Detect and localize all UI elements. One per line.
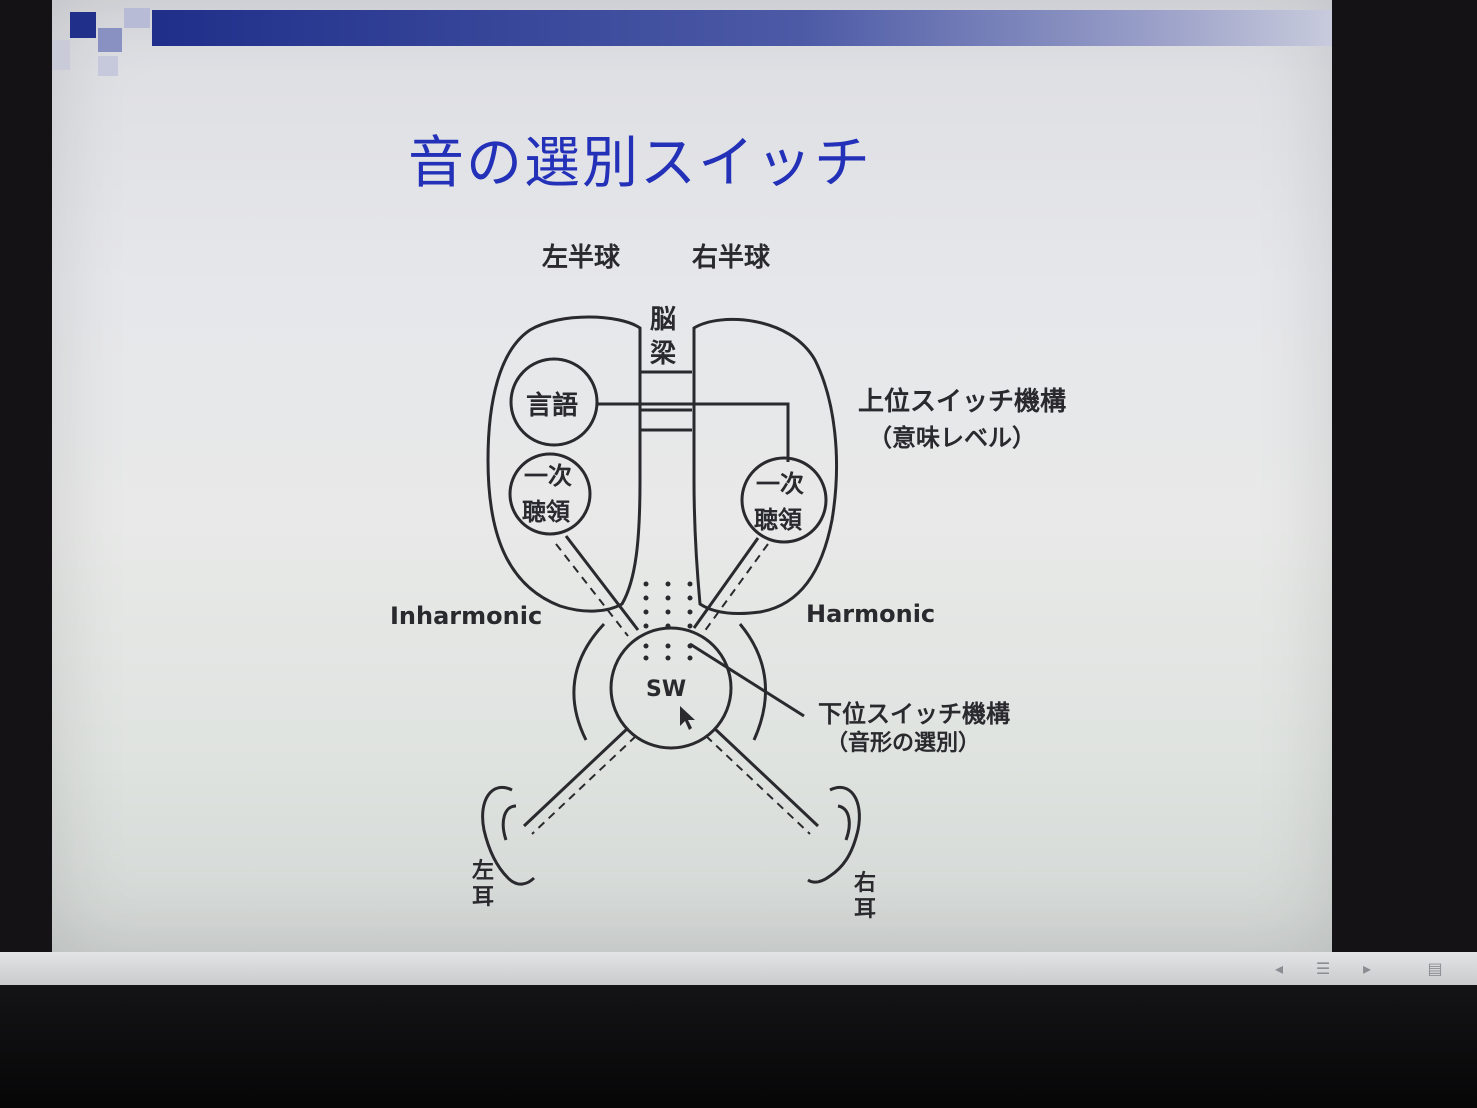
auditory-switch-diagram: 左半球 右半球 脳 梁 言語 一次 聴領 一次 聴領 上位スイッチ機構 （意味レ…: [390, 243, 1066, 922]
sw-circle: [609, 626, 733, 750]
left-ear-pathway: [531, 735, 637, 835]
slide-sorter-icon[interactable]: ▤: [1427, 959, 1443, 978]
right-primary-auditory-label-2: 聴領: [754, 506, 803, 534]
left-primary-auditory-label-1: 一次: [524, 462, 572, 490]
slideshow-control-strip: [0, 952, 1477, 985]
dotted-pathway-region: [643, 581, 693, 661]
lower-switch-pointer: [689, 642, 805, 718]
mouse-cursor-icon: [680, 706, 695, 730]
right-ear-label-1: 右: [854, 871, 876, 896]
left-ear-shape: [481, 786, 536, 886]
right-ear-shape: [837, 804, 851, 841]
left-ear-label-2: 耳: [472, 885, 494, 910]
slide-header-bar: [152, 10, 1332, 46]
monitor-bezel: [0, 985, 1477, 1108]
right-ear-shape: [807, 786, 861, 884]
right-ear-label-2: 耳: [854, 897, 876, 922]
inharmonic-label: Inharmonic: [390, 602, 542, 630]
left-pathway: [555, 543, 629, 637]
left-primary-auditory-label-2: 聴領: [522, 498, 571, 526]
lower-switch-sub-label: （音形の選別）: [826, 730, 980, 756]
right-pathway: [692, 537, 760, 629]
right-arc: [738, 623, 768, 741]
menu-icon[interactable]: ☰: [1315, 959, 1331, 978]
upper-switch-sub-label: （意味レベル）: [868, 424, 1036, 452]
decorative-square: [52, 40, 70, 70]
monitor-screen: 音の選別スイッチ: [52, 0, 1332, 952]
left-ear-pathway: [522, 726, 630, 828]
left-pathway: [564, 535, 640, 631]
right-primary-auditory-label-1: 一次: [756, 470, 804, 498]
next-arrow-icon[interactable]: ▸: [1362, 959, 1372, 978]
sw-label: SW: [646, 677, 686, 702]
right-primary-auditory-circle: [740, 456, 828, 544]
corpus-callosum-label-1: 脳: [649, 305, 676, 335]
left-hemisphere-label: 左半球: [542, 243, 621, 273]
decorative-square: [124, 8, 150, 28]
presentation-slide: [52, 0, 1332, 952]
right-ear-pathway: [705, 735, 811, 835]
language-label: 言語: [526, 390, 578, 421]
decorative-square: [98, 28, 122, 52]
decorative-square: [70, 12, 96, 38]
prev-arrow-icon[interactable]: ◂: [1274, 959, 1284, 978]
right-hemisphere-outline: [692, 317, 839, 616]
right-ear-pathway: [712, 726, 820, 828]
decorative-square: [98, 56, 118, 76]
left-primary-auditory-circle: [508, 452, 592, 536]
left-ear-label-1: 左: [472, 858, 494, 884]
slide-title: 音の選別スイッチ: [408, 131, 872, 196]
left-ear-shape: [501, 804, 517, 841]
harmonic-label: Harmonic: [806, 600, 935, 628]
lower-switch-label: 下位スイッチ機構: [818, 700, 1010, 728]
upper-switch-label: 上位スイッチ機構: [858, 386, 1066, 417]
language-area-circle: [509, 357, 599, 447]
language-connection-line: [596, 402, 790, 462]
corpus-callosum-label-2: 梁: [649, 339, 676, 369]
left-hemisphere-outline: [486, 315, 642, 613]
right-pathway: [703, 543, 769, 633]
left-arc: [572, 622, 606, 741]
right-hemisphere-label: 右半球: [692, 243, 771, 273]
